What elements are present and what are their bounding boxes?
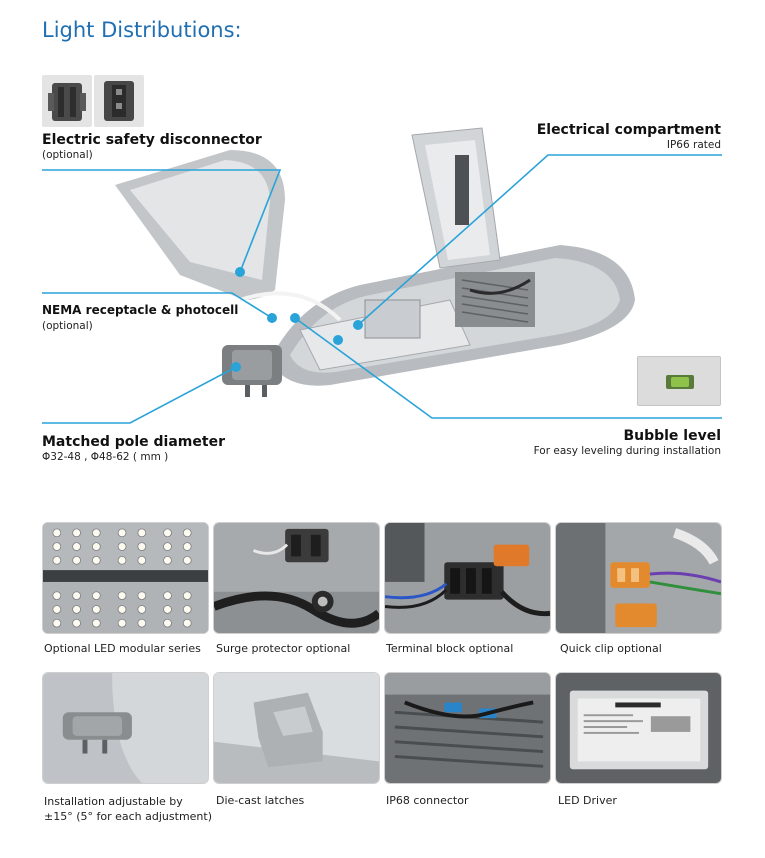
electrical-title: Electrical compartment: [536, 122, 721, 138]
feature-photo-die-cast-latch: [213, 672, 380, 784]
pole-title: Matched pole diameter: [42, 434, 225, 450]
feature-photo-surge-protector: [213, 522, 380, 634]
feature-photo-ip68-connector: [384, 672, 551, 784]
disconnector-photo-2: [94, 75, 144, 127]
feature-caption: Quick clip optional: [560, 642, 662, 655]
feature-photo-adjustable-mount: [42, 672, 209, 784]
feature-photo-led-modular: [42, 522, 209, 634]
feature-caption: IP68 connector: [386, 794, 469, 807]
feature-caption: Terminal block optional: [386, 642, 514, 655]
electrical-sub: IP66 rated: [666, 139, 721, 151]
feature-caption: Surge protector optional: [216, 642, 351, 655]
feature-caption: LED Driver: [558, 794, 617, 807]
disconnector-photo-1: [42, 75, 92, 127]
bubble-level-photo: [637, 356, 721, 406]
disconnector-sub: (optional): [42, 149, 93, 161]
disconnector-title: Electric safety disconnector: [42, 132, 262, 148]
feature-photo-led-driver: [555, 672, 722, 784]
feature-photo-quick-clip: [555, 522, 722, 634]
product-illustration: [42, 127, 722, 424]
feature-caption: Die-cast latches: [216, 794, 305, 807]
bubble-sub: For easy leveling during installation: [533, 445, 721, 457]
feature-photo-terminal-block: [384, 522, 551, 634]
bubble-title: Bubble level: [623, 428, 721, 444]
feature-caption: Installation adjustable by ±15° (5° for …: [44, 795, 212, 823]
pole-sub: Φ32-48 , Φ48-62 ( mm ): [42, 451, 169, 463]
feature-caption: Optional LED modular series: [44, 642, 201, 655]
nema-sub: (optional): [42, 320, 93, 332]
page-title: Light Distributions:: [42, 18, 242, 42]
nema-title: NEMA receptacle & photocell: [42, 303, 239, 317]
